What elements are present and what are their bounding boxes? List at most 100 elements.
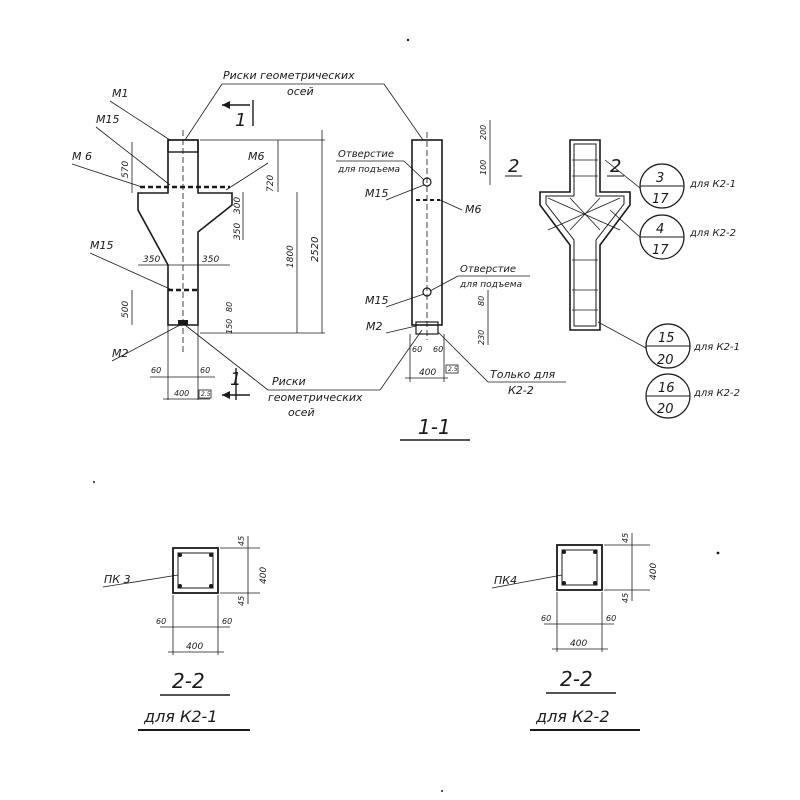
front-view: M1 M15 M 6 M6 M15 M2 Риски геометрически… (71, 69, 424, 419)
section-mark-top: 1 (235, 110, 246, 131)
axis-marks-top-2: осей (287, 85, 314, 98)
section-k21-60-left: 60 (156, 617, 166, 626)
label-m15-top: M15 (96, 113, 120, 126)
section-k22-title: 2-2 (560, 667, 593, 691)
leader-axis-top-a (184, 83, 223, 141)
callout-2-top: 4 (656, 222, 664, 237)
leader-m15-side-bottom (385, 293, 425, 308)
section-k21-subtitle: для К2-1 (143, 707, 218, 726)
lift-hole-bottom (422, 287, 432, 297)
callout-4-top: 16 (658, 381, 675, 396)
section-k22-400-vert: 400 (649, 563, 659, 580)
label-m6-left: M 6 (72, 150, 92, 163)
dim-500: 500 (121, 301, 131, 318)
only-for-1: Только для (490, 368, 555, 381)
section-k21-45-top: 45 (237, 536, 246, 546)
rebar-view: 2 3 17 для К2-1 4 17 для К2-2 15 20 для … (539, 139, 740, 419)
section-k22: ПК4 45 400 45 60 60 400 2-2 для К2-2 (491, 533, 659, 731)
leader-axis-top-b (383, 83, 424, 141)
label-m2: M2 (112, 347, 129, 360)
dim-720: 720 (266, 175, 276, 192)
section-arrow-top-head (222, 101, 230, 109)
section-k21-400-horiz: 400 (186, 642, 203, 652)
callout-3-bottom: 20 (657, 353, 674, 368)
hole-top-2: для подъема (337, 165, 400, 175)
side-dim-60b: 60 (433, 345, 443, 354)
dim-350-right: 350 (202, 255, 219, 265)
dim-300: 300 (233, 197, 243, 214)
side-dim-box (445, 364, 459, 374)
rebar-diag-2 (547, 197, 621, 231)
section-k21-400-vert: 400 (259, 567, 269, 584)
leader-axis-bottom-b (379, 329, 423, 391)
dim-350-vert: 350 (233, 223, 243, 240)
side-dim-200: 200 (479, 125, 488, 140)
section-k22-45-top: 45 (621, 533, 630, 543)
dim-1800: 1800 (286, 245, 296, 268)
callout-1: 3 17 для К2-1 (604, 159, 736, 209)
side-dim-box-text: 2.5 (448, 366, 458, 373)
dim-400: 400 (174, 389, 189, 398)
side-dim-230: 230 (477, 330, 486, 345)
hole-top-1: Отверстие (338, 149, 394, 160)
side-dim-80: 80 (477, 296, 486, 306)
leader-m15-top (95, 126, 171, 186)
callout-4-note: для К2-2 (693, 388, 740, 399)
section-k21-cage-leader (102, 574, 179, 588)
dim-80: 80 (225, 302, 234, 312)
dim-350-left: 350 (143, 255, 160, 265)
callout-2-bottom: 17 (652, 243, 669, 258)
embed-m2 (178, 320, 188, 325)
label-m15-side-top: M15 (365, 187, 389, 200)
section-k21-cage-label: ПК 3 (104, 573, 131, 586)
section-k22-cage-label: ПК4 (494, 574, 517, 587)
label-m6-right: M6 (248, 150, 265, 163)
label-m15-side-bottom: M15 (365, 294, 389, 307)
hole-bottom-2: для подъема (459, 280, 522, 290)
section-k22-400-horiz: 400 (570, 639, 587, 649)
side-dim-100: 100 (479, 160, 488, 175)
section-k21-outline (172, 547, 219, 594)
dim-60-left: 60 (151, 366, 161, 375)
only-for-leader (437, 331, 489, 383)
scan-speck (93, 481, 95, 483)
scan-speck (406, 38, 410, 42)
side-view-title: 1-1 (418, 415, 451, 439)
section-k22-60-left: 60 (541, 614, 551, 623)
callout-2-note: для К2-2 (689, 228, 736, 239)
callout-1-note: для К2-1 (689, 179, 736, 190)
section-k21-45-bottom: 45 (237, 596, 246, 606)
section-k22-60-right: 60 (606, 614, 616, 623)
callout-3-note: для К2-1 (693, 342, 740, 353)
leader-m1 (109, 100, 171, 141)
scan-speck (716, 551, 720, 555)
axis-marks-top-1: Риски геометрических (223, 69, 355, 82)
axis-marks-bottom-2: геометрических (268, 391, 363, 404)
section-arrow-bottom-head (222, 391, 230, 399)
leader-m6-right (225, 162, 269, 191)
side-dim-400: 400 (419, 368, 436, 378)
callout-4: 16 20 для К2-2 (645, 373, 740, 419)
section-k21-60-right: 60 (222, 617, 232, 626)
hole-bottom-1: Отверстие (460, 264, 516, 275)
callout-1-top: 3 (656, 171, 664, 186)
leader-m6-left (71, 163, 146, 189)
dim-150: 150 (225, 319, 234, 334)
leader-axis-bottom-a (184, 324, 269, 391)
rebar-section-mark: 2 (610, 156, 621, 177)
section-k22-subtitle: для К2-2 (535, 707, 610, 726)
side-view: Отверстие для подъема M15 M6 Отверстие д… (336, 120, 566, 441)
callout-3: 15 20 для К2-1 (597, 321, 740, 369)
rebar-diag-4 (569, 197, 601, 231)
dim-570: 570 (121, 161, 131, 178)
label-m6-side: M6 (465, 203, 482, 216)
section-mark-side: 2 (508, 156, 519, 177)
side-dim-60: 60 (412, 345, 422, 354)
lift-hole-top (422, 177, 432, 187)
scan-speck (441, 790, 443, 792)
axis-marks-bottom-1: Риски (272, 375, 306, 388)
hole-bottom-leader (429, 275, 459, 292)
section-k21-inner (177, 552, 214, 589)
leader-m6-side (439, 199, 463, 211)
